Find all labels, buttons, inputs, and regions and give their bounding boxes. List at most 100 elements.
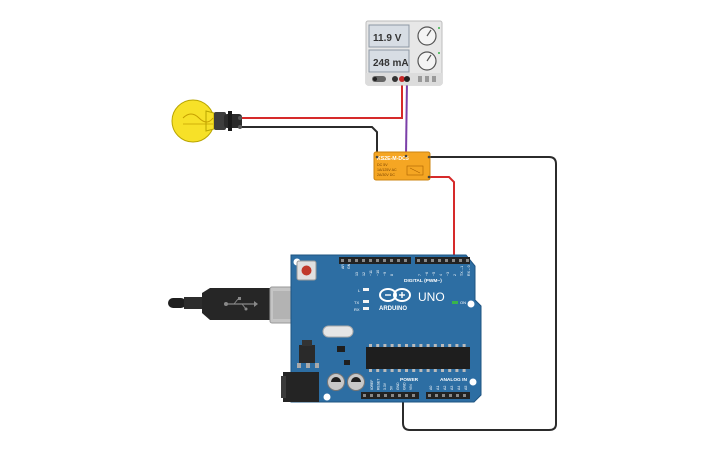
chip-pin: [383, 344, 387, 347]
power-pin-label: GND: [403, 382, 407, 390]
led-tx: [363, 300, 369, 303]
analog-pin-label: A2: [443, 386, 447, 390]
chip-pin: [376, 369, 380, 372]
relay-pin-coil[interactable]: [404, 154, 408, 158]
header-pin[interactable]: [417, 259, 420, 262]
power-header[interactable]: [361, 392, 419, 399]
analog-pin-label: A0: [429, 386, 433, 390]
power-pin-label: 3.3V: [383, 382, 387, 390]
led-l: [363, 288, 369, 291]
relay-spec-1: DC 5V: [377, 163, 388, 167]
header-pin[interactable]: [449, 394, 452, 397]
chip-pin: [433, 344, 437, 347]
chip-pin: [448, 344, 452, 347]
header-pin[interactable]: [404, 259, 407, 262]
analog-header[interactable]: [426, 392, 470, 399]
light-bulb[interactable]: [171, 99, 242, 143]
analog-pin-label: A5: [464, 386, 468, 390]
chip-pin: [455, 344, 459, 347]
wire-purple-supply-to-relay[interactable]: [405, 78, 408, 157]
wire-black-bulb-to-relay[interactable]: [240, 126, 378, 156]
header-pin[interactable]: [438, 259, 441, 262]
terminal-ground[interactable]: [392, 76, 398, 82]
header-pin[interactable]: [405, 394, 408, 397]
chip-pin: [390, 369, 394, 372]
header-pin[interactable]: [459, 259, 462, 262]
led-l-label: L: [358, 288, 361, 293]
led-on: [452, 301, 458, 304]
header-pin[interactable]: [376, 259, 379, 262]
header-pin[interactable]: [390, 259, 393, 262]
digital-header[interactable]: [339, 257, 470, 264]
header-pin[interactable]: [355, 259, 358, 262]
header-pin[interactable]: [397, 259, 400, 262]
header-pin[interactable]: [363, 394, 366, 397]
header-pin[interactable]: [412, 394, 415, 397]
wire-red-supply-to-bulb[interactable]: [240, 79, 403, 119]
relay[interactable]: KS2E-M-DC5 DC 5V 1A/125V AC 2A/30V DC: [373, 151, 431, 181]
digital-pin-label: 2: [453, 274, 457, 276]
header-pin[interactable]: [435, 394, 438, 397]
header-pin[interactable]: [398, 394, 401, 397]
digital-pin-label: ~9: [383, 272, 387, 276]
chip-pin: [369, 369, 372, 372]
header-pin[interactable]: [463, 394, 466, 397]
header-pin[interactable]: [384, 394, 387, 397]
header-pin[interactable]: [431, 259, 434, 262]
wire-red-relay-to-pin[interactable]: [430, 176, 455, 262]
header-pin[interactable]: [341, 259, 344, 262]
digital-pin-label: 12: [362, 272, 366, 276]
chip-pin: [419, 344, 423, 347]
chip-pin: [412, 369, 416, 372]
header-pin[interactable]: [377, 394, 380, 397]
analog-pin-label: A4: [457, 386, 461, 390]
power-supply[interactable]: 11.9 V 248 mA: [365, 20, 443, 86]
power-header-label: POWER: [400, 377, 419, 383]
led-rx-label: RX: [354, 307, 360, 312]
header-pin[interactable]: [456, 394, 459, 397]
header-pin[interactable]: [391, 394, 394, 397]
header-pin[interactable]: [362, 259, 365, 262]
header-pin[interactable]: [369, 259, 372, 262]
power-pin-label: GND: [396, 382, 400, 390]
digital-pin-label: 4: [439, 274, 443, 276]
chip-pin: [383, 369, 387, 372]
header-pin[interactable]: [445, 259, 448, 262]
power-pin-label: RESET: [377, 379, 381, 390]
chip-pin: [419, 369, 423, 372]
chip-pin: [426, 369, 430, 372]
digital-pin-label: ~11: [369, 270, 373, 276]
arduino-infinity-logo-icon: [379, 288, 411, 302]
header-pin[interactable]: [348, 259, 351, 262]
digital-pin-label: ~5: [432, 272, 436, 276]
chip-pin: [448, 369, 452, 372]
chip-pin: [397, 369, 401, 372]
analog-pin-label: A3: [450, 386, 454, 390]
header-pin[interactable]: [424, 259, 427, 262]
terminal-negative[interactable]: [404, 76, 410, 82]
wires: [240, 78, 557, 431]
header-pin[interactable]: [428, 394, 431, 397]
aref-label: AREF: [341, 260, 345, 269]
dc-power-jack[interactable]: [283, 372, 319, 402]
digital-pin-label: ~10: [376, 270, 380, 276]
chip-pin: [397, 344, 401, 347]
chip-pin: [441, 369, 444, 372]
digital-header-label: DIGITAL (PWM~): [404, 278, 442, 284]
relay-pin-com[interactable]: [427, 155, 431, 159]
top-header-pins: [341, 259, 469, 262]
header-pin[interactable]: [466, 259, 469, 262]
relay-pin-no[interactable]: [427, 175, 431, 179]
voltage-display: 11.9 V: [373, 33, 402, 44]
relay-pin-nc[interactable]: [375, 155, 379, 159]
chip-pin: [455, 369, 459, 372]
wire-black-relay-to-gnd[interactable]: [402, 156, 557, 431]
terminal-positive[interactable]: [399, 76, 405, 82]
header-pin[interactable]: [383, 259, 386, 262]
header-pin[interactable]: [442, 394, 445, 397]
header-pin[interactable]: [452, 259, 455, 262]
header-pin[interactable]: [370, 394, 373, 397]
